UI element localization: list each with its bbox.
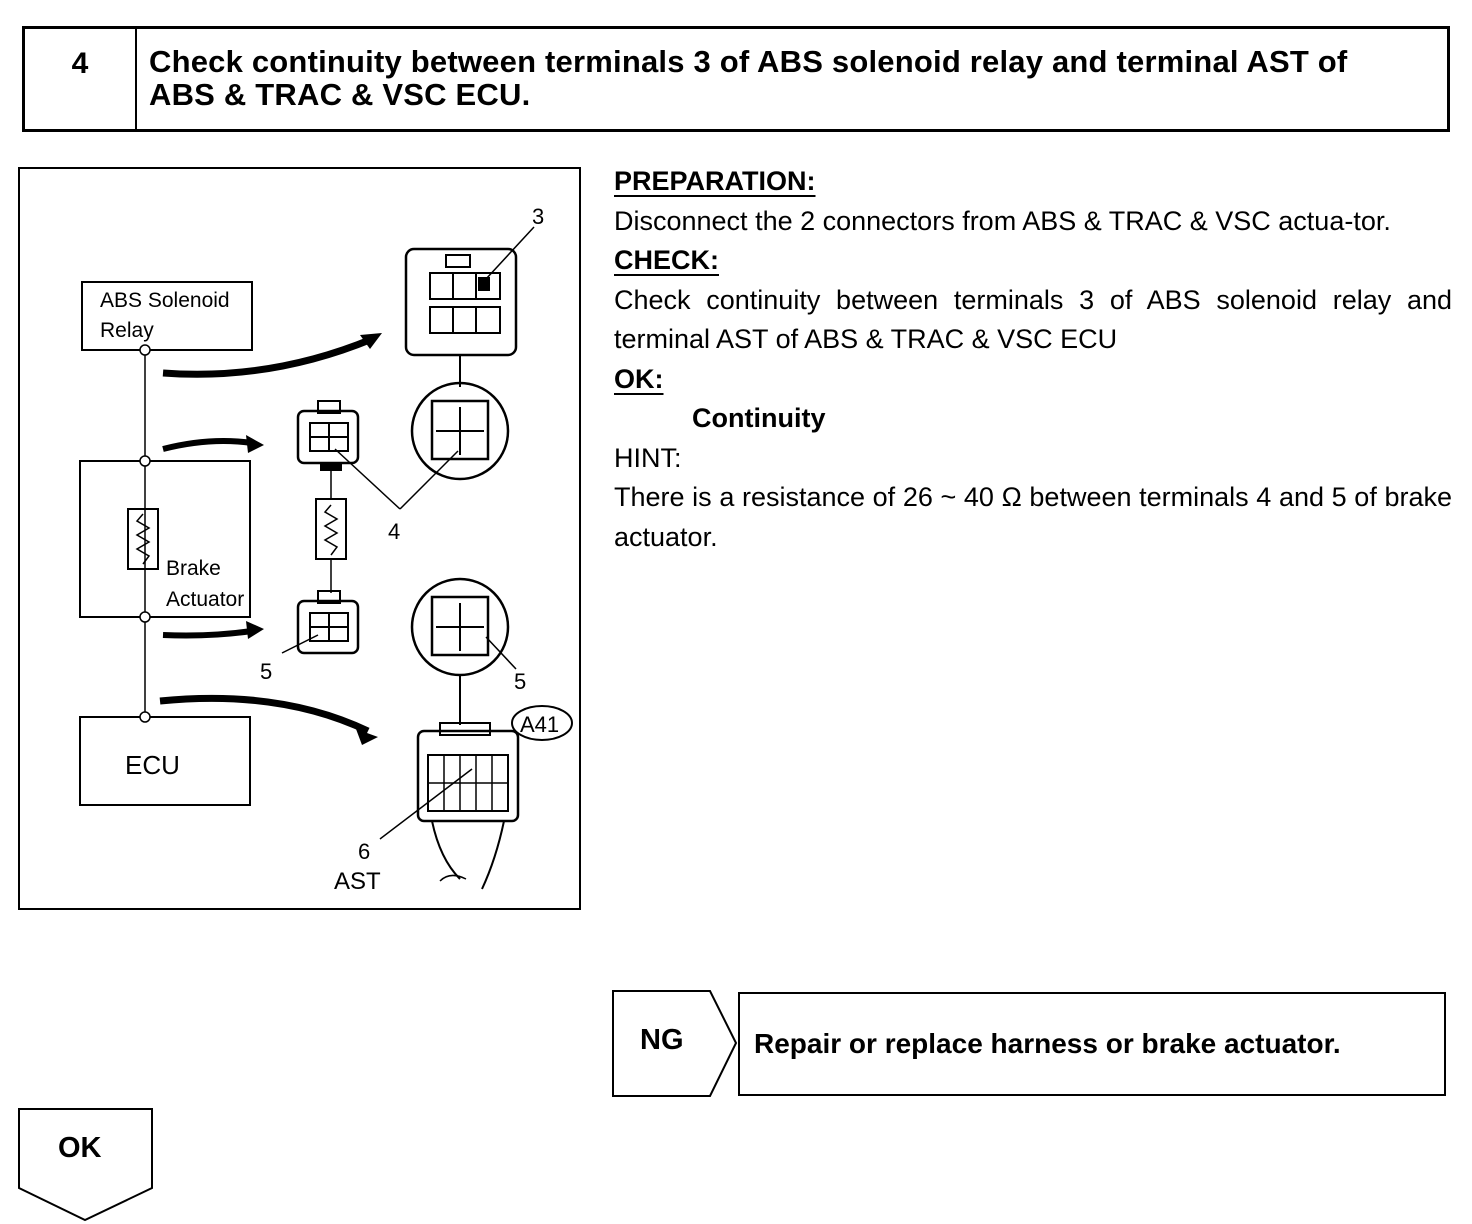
hint-text: There is a resistance of 26 ~ 40 Ω betwe… bbox=[614, 482, 1452, 552]
arrow-relay-head bbox=[360, 333, 382, 349]
ng-action: Repair or replace harness or brake actua… bbox=[738, 992, 1446, 1096]
step-title-line-2: ABS & TRAC & VSC ECU. bbox=[149, 77, 531, 112]
check-heading: CHECK: bbox=[614, 245, 719, 275]
arrow-actuator-top-head bbox=[246, 435, 264, 453]
actuator-label-line-1: Brake bbox=[166, 557, 221, 580]
arrow-actuator-bottom-head bbox=[246, 621, 264, 639]
node-actuator-bottom bbox=[139, 611, 151, 623]
step-header: 4 Check continuity between terminals 3 o… bbox=[22, 26, 1450, 132]
ecu-connector bbox=[416, 729, 520, 823]
connector-code-label: A41 bbox=[520, 712, 559, 737]
ng-arrow-shape bbox=[612, 990, 738, 1097]
ok-arrow-shape bbox=[18, 1108, 153, 1222]
pin-5-right-label: 5 bbox=[514, 669, 526, 694]
node-ecu bbox=[139, 711, 151, 723]
pin-6-label: 6 bbox=[358, 839, 370, 864]
ecu-box bbox=[79, 716, 251, 806]
actuator-label-line-2: Actuator bbox=[166, 588, 244, 611]
pin-4-label: 4 bbox=[388, 519, 400, 544]
ok-heading: OK: bbox=[614, 363, 664, 394]
ng-label: NG bbox=[640, 1024, 684, 1056]
check-text: Check continuity between terminals 3 of … bbox=[614, 284, 1452, 355]
step-number: 4 bbox=[25, 29, 137, 129]
arrow-relay bbox=[162, 335, 374, 378]
preparation-text: Disconnect the 2 connectors from ABS & T… bbox=[614, 205, 1391, 236]
step-title: Check continuity between terminals 3 of … bbox=[149, 45, 1439, 111]
arrow-ecu bbox=[159, 694, 370, 735]
node-relay bbox=[139, 344, 151, 356]
actuator-resistor-zigzag bbox=[135, 513, 151, 565]
connector-code-badge bbox=[511, 705, 573, 741]
relay-label-line-2: Relay bbox=[100, 319, 154, 342]
relay-box bbox=[81, 281, 253, 351]
actuator-resistor-symbol bbox=[127, 508, 159, 570]
instructions: PREPARATION: Disconnect the 2 connectors… bbox=[614, 162, 1452, 557]
wiring-diagram: ABS Solenoid Relay Brake Actuator ECU bbox=[18, 167, 581, 910]
step-title-line-1: Check continuity between terminals 3 of … bbox=[149, 44, 1348, 79]
arrow-actuator-top bbox=[162, 438, 253, 452]
pin-5-left-label: 5 bbox=[260, 659, 272, 684]
actuator-connector-upper-round bbox=[410, 381, 510, 481]
ast-label: AST bbox=[334, 868, 381, 895]
relay-label-line-1: ABS Solenoid bbox=[100, 289, 230, 312]
arrow-actuator-bottom bbox=[162, 628, 253, 639]
hint-heading: HINT: bbox=[614, 442, 682, 473]
actuator-box bbox=[79, 460, 251, 618]
wiring-diagram-drawing: ABS Solenoid Relay Brake Actuator ECU bbox=[79, 204, 573, 895]
node-actuator-top bbox=[139, 455, 151, 467]
arrow-ecu-head bbox=[356, 729, 378, 745]
ok-branch-label: OK bbox=[58, 1132, 102, 1164]
pin-3-label: 3 bbox=[532, 204, 544, 229]
ok-value: Continuity bbox=[692, 403, 826, 433]
preparation-heading: PREPARATION: bbox=[614, 166, 816, 196]
actuator-connector-lower-small bbox=[296, 599, 360, 655]
ecu-label: ECU bbox=[125, 750, 180, 780]
